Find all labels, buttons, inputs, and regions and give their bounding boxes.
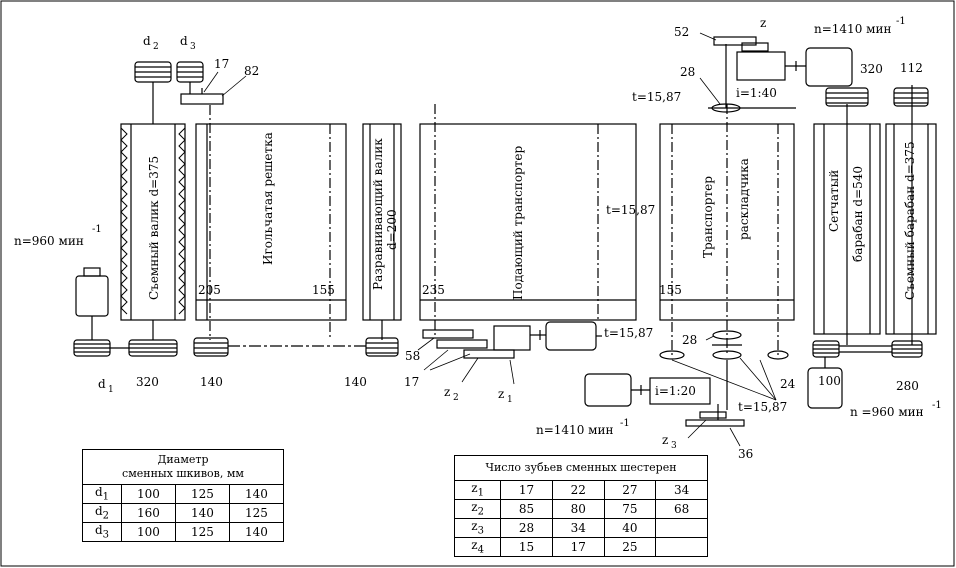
label-t-mid-right: t=15,87 [606,203,655,217]
label-28-top: 28 [680,65,695,79]
pulley-320-right [825,87,869,107]
label-320-bottom: 320 [136,375,159,389]
pulley-280 [891,340,923,358]
feed-conveyor-unit [419,104,637,335]
sprockets-bottom [659,330,789,410]
gear-teeth-table: Число зубьев сменных шестерен z1 17 22 2… [453,455,708,557]
pulley-140-left [193,337,229,357]
table-row: d2 160 140 125 [82,503,285,523]
label-n-bottom-right: n =960 мин [850,405,924,419]
label-82: 82 [244,64,259,78]
label-140-b: 140 [344,375,367,389]
label-155-left: 155 [312,283,335,297]
pulley-320-bottom [128,339,178,357]
label-280: 280 [896,379,919,393]
label-z1: z [498,387,504,401]
spreader-label-2: раскладчика [737,158,751,240]
label-n-left: n=960 мин [14,234,84,248]
mesh-drum-unit [813,104,881,345]
label-n-bottom-mid: n=1410 мин [536,423,613,437]
label-n-top-sup: -1 [896,16,906,27]
label-155-mid: 155 [659,283,682,297]
label-100: 100 [818,374,841,388]
leader-lines [203,32,777,447]
pulley-d1 [73,339,111,357]
stripping-roller-unit [120,82,186,340]
label-d1-sub: 1 [108,385,114,395]
table-row: d3 100 125 140 [82,522,285,542]
spreader-label-1: Транспортер [701,176,715,258]
needle-lattice-unit [195,105,347,340]
label-d2-sub: 2 [153,42,159,52]
table-row: z2 85 80 75 68 [453,499,708,519]
label-d3-sub: 3 [190,42,196,52]
mesh-drum-label-1: Сетчатый [827,170,841,232]
label-t-motor: t=15,87 [604,326,653,340]
gear-table-caption: Число зубьев сменных шестерен [454,455,708,481]
pulley-d3 [176,61,204,83]
label-17-top: 17 [214,57,229,71]
label-i-top: i=1:40 [736,86,777,100]
label-17-bottom: 17 [404,375,419,389]
label-36: 36 [738,447,753,461]
label-n-bottom-right-sup: -1 [932,400,942,411]
table-row: z4 15 17 25 [453,537,708,557]
stripping-roller-label: Съемный валик d=375 [147,156,161,300]
label-140-a: 140 [200,375,223,389]
table-row: z1 17 22 27 34 [453,480,708,500]
pulley-d2 [134,61,172,83]
label-24: 24 [780,377,796,391]
label-205: 205 [198,283,221,297]
label-235: 235 [422,283,445,297]
label-112: 112 [900,61,923,75]
label-n-left-sup: -1 [92,224,102,235]
label-z2-sub: 2 [453,393,459,403]
right-motor [807,357,843,409]
left-motor [75,267,109,340]
dispersing-roller-unit [362,123,402,340]
label-28-bottom: 28 [682,333,697,347]
label-d2: d [143,34,151,48]
dispersing-roller-label-1: Разравнивающий валик [371,138,385,290]
feed-gear-train [422,321,602,359]
label-t-top: t=15,87 [632,90,681,104]
pulley-diameter-table: Диаметр сменных шкивов, мм d1 100 125 14… [82,449,285,542]
table-row: d1 100 125 140 [82,484,285,504]
feed-conveyor-label: Подающий транспортер [511,146,525,300]
top-gearbox [713,36,853,87]
label-d1: d [98,377,106,391]
label-t-bottom: t=15,87 [738,400,787,414]
stripping-drum-label: Съемный барабан d=375 [903,141,917,300]
bottom-gearbox [584,373,745,427]
table-row: z3 28 34 40 [453,518,708,538]
pulley-table-caption: Диаметр сменных шкивов, мм [82,449,284,485]
gear-82 [180,88,224,105]
pulley-140-right [365,337,399,357]
dispersing-roller-label-2: d=200 [385,209,399,250]
label-n-bottom-mid-sup: -1 [620,418,630,429]
label-z3: z [662,433,668,447]
label-z-top: z [760,16,766,30]
spreader-conveyor-unit [659,44,796,355]
label-n-top: n=1410 мин [814,22,891,36]
label-z1-sub: 1 [507,395,513,405]
label-d3: d [180,34,188,48]
label-58: 58 [405,349,420,363]
label-i-bottom: i=1:20 [655,384,696,398]
pulley-112 [893,87,929,107]
label-320-right: 320 [860,62,883,76]
label-z2: z [444,385,450,399]
label-52: 52 [674,25,689,39]
label-z3-sub: 3 [671,441,677,451]
pulley-100 [812,340,840,358]
sprocket-28-top [711,103,741,113]
stripping-drum-unit [885,85,937,345]
mesh-drum-label-2: барабан d=540 [851,166,865,262]
needle-lattice-label: Игольчатая решетка [261,132,275,265]
